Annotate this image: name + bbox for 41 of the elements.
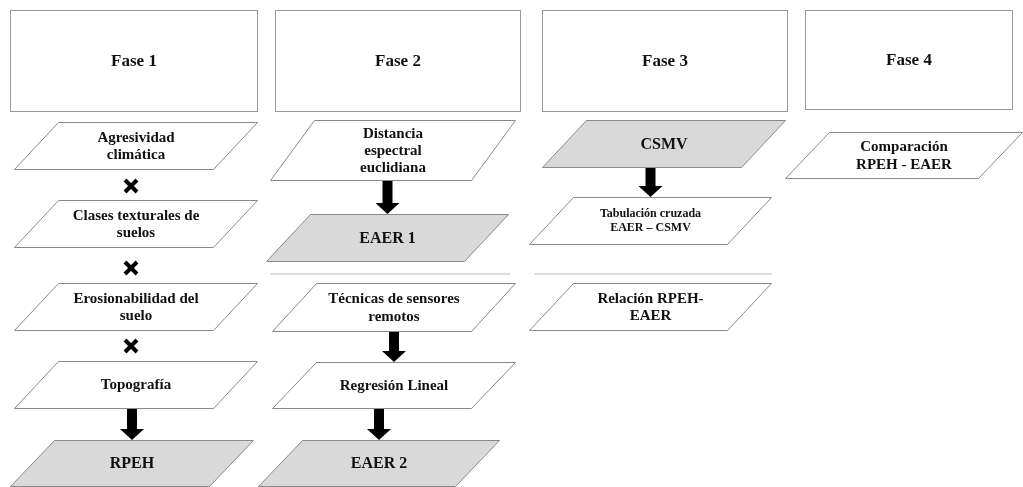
data-parallelogram [529,197,772,245]
data-parallelogram [270,120,516,181]
block-arrow [638,168,663,197]
node-text: Relación RPEH-EAER [596,289,705,325]
node-text: EAER 2 [350,454,408,473]
node-text: Clases texturales de suelos [71,206,201,242]
node-text: Tabulación cruzada EAER – CSMV [598,207,703,235]
node-text: Comparación RPEH - EAER [855,138,953,173]
data-parallelogram [785,132,1023,179]
phase-header-box [10,10,258,112]
data-parallelogram [14,200,258,248]
data-parallelogram [272,283,516,332]
data-parallelogram [10,440,254,487]
node-text: Fase 3 [642,51,688,71]
block-arrow [375,181,400,214]
node-text: RPEH [109,454,155,473]
data-parallelogram [266,214,509,262]
block-arrow [382,332,406,362]
node-text: Fase 4 [886,50,932,70]
node-text: EAER 1 [359,228,416,248]
data-parallelogram [529,283,772,331]
node-text: Técnicas de sensores remotos [327,290,461,325]
data-parallelogram [272,362,516,409]
block-arrow [120,409,144,440]
node-text: Agresividad climática [96,128,176,164]
data-parallelogram [14,122,258,170]
node-text: Fase 2 [375,51,421,71]
data-parallelogram [258,440,500,487]
node-text: CSMV [640,134,688,154]
data-parallelogram [14,361,258,409]
node-text: Topografía [100,376,172,394]
node-text: Erosionabilidad del suelo [72,289,200,325]
data-parallelogram [542,120,786,168]
node-text: Distancia espectral euclidiana [359,124,427,177]
phase-header-box [275,10,521,112]
phase-header-box [542,10,788,112]
node-text: Regresión Lineal [339,376,449,395]
node-text: Fase 1 [111,51,157,71]
phase-header-box [805,10,1013,110]
block-arrow [367,409,391,440]
data-parallelogram [14,283,258,331]
